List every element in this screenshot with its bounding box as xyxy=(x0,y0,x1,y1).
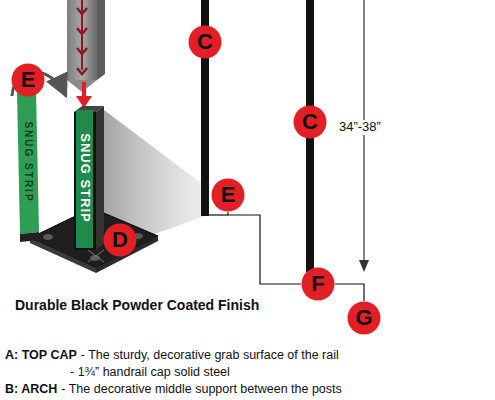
dimension-line xyxy=(359,0,369,272)
callout-letter: D xyxy=(103,223,137,257)
callout-letter: F xyxy=(301,267,335,301)
callout-letter: C xyxy=(188,25,222,59)
part-note: - 1¾” handrail cap solid steel xyxy=(70,365,230,379)
strip-text: SNUG STRIP xyxy=(22,121,34,202)
leader-line xyxy=(228,212,301,284)
part-name: A: TOP CAP xyxy=(5,348,77,362)
insert-arrow xyxy=(76,82,92,108)
leader-line xyxy=(205,214,228,215)
callout-letter: E xyxy=(211,178,245,212)
snug-strip xyxy=(17,90,39,242)
callout-circle: D xyxy=(103,223,137,257)
part-note: - The sturdy, decorative grab surface of… xyxy=(81,348,339,362)
post-sleeve xyxy=(67,0,105,92)
callout-circle: C xyxy=(293,105,327,139)
post xyxy=(74,106,104,250)
callout-circle: F xyxy=(301,267,335,301)
callout-circle: E xyxy=(211,178,245,212)
part-name: B: ARCH xyxy=(5,382,57,396)
callout-letter: C xyxy=(293,105,327,139)
dimension-text: 34”-38” xyxy=(337,120,383,135)
callout-circle: G xyxy=(347,301,381,335)
strip-text: SNUG STRIP xyxy=(77,133,92,222)
callout-circle: C xyxy=(188,25,222,59)
callout-letter: E xyxy=(11,63,45,97)
finish-caption: Durable Black Powder Coated Finish xyxy=(15,297,259,313)
callout-letter: G xyxy=(347,301,381,335)
leader-line xyxy=(335,284,364,301)
part-note: - The decorative middle support between … xyxy=(61,382,342,396)
callout-circle: E xyxy=(11,63,45,97)
